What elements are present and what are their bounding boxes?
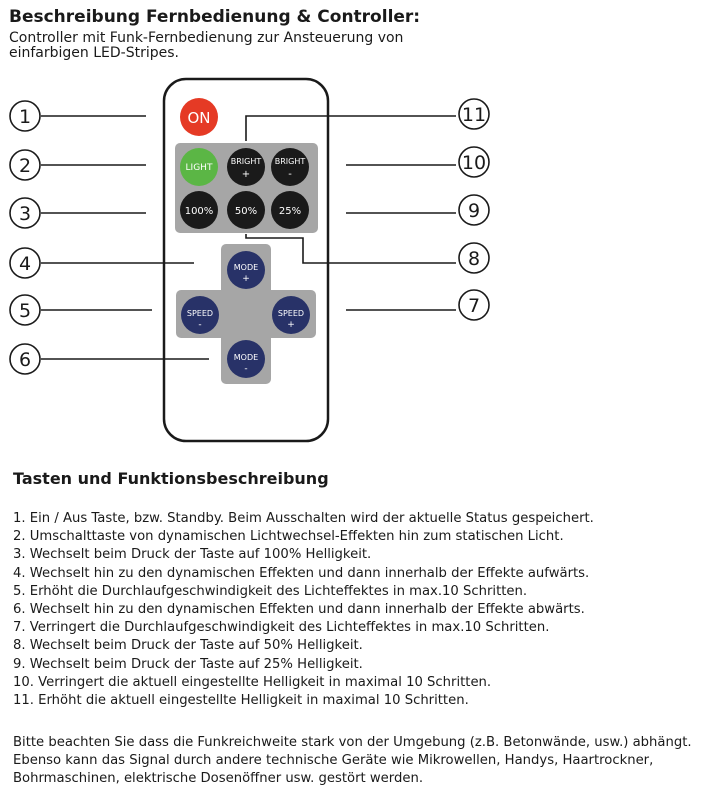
speed-plus-sign: +: [287, 320, 295, 330]
brightness-25-button[interactable]: 25%: [271, 191, 309, 229]
callout-number-4: 4: [19, 253, 31, 275]
page-subtitle: Controller mit Funk-Fernbedienung zur An…: [9, 31, 529, 61]
list-item: 2. Umschalttaste von dynamischen Lichtwe…: [13, 529, 564, 545]
mode-minus-button[interactable]: MODE -: [227, 340, 265, 378]
callout-number-6: 6: [19, 349, 31, 371]
callout-number-2: 2: [19, 155, 31, 177]
range-note: Bitte beachten Sie dass die Funkreichwei…: [13, 735, 692, 786]
mode-minus-sign: -: [244, 364, 247, 374]
mode-plus-sign: +: [242, 274, 250, 284]
bright-minus-sign: -: [288, 169, 292, 180]
callout-number-10: 10: [462, 152, 486, 174]
speed-minus-sign: -: [198, 320, 201, 330]
callout-circle-2: [9, 149, 41, 181]
callout-circle-5: [9, 294, 41, 326]
list-item: 10. Verringert die aktuell eingestellte …: [13, 674, 492, 690]
brightness-100-label: 100%: [185, 206, 214, 217]
brightness-25-label: 25%: [279, 206, 301, 217]
light-button[interactable]: LIGHT: [180, 148, 218, 186]
callout-number-3: 3: [19, 203, 31, 225]
speed-plus-button[interactable]: SPEED +: [272, 296, 310, 334]
callout-number-5: 5: [19, 300, 31, 322]
callout-circle-8: [458, 242, 490, 274]
bright-plus-label: BRIGHT: [231, 157, 262, 166]
brightness-100-button[interactable]: 100%: [180, 191, 218, 229]
callout-circle-11: [458, 98, 490, 130]
callout-number-7: 7: [468, 295, 480, 317]
callout-circle-3: [9, 197, 41, 229]
remote-diagram: ON LIGHT BRIGHT + BRIGHT - 100% 50% 25% …: [9, 77, 490, 443]
page-title: Beschreibung Fernbedienung & Controller:: [9, 7, 421, 27]
list-item: 8. Wechselt beim Druck der Taste auf 50%…: [13, 638, 363, 654]
mode-plus-label: MODE: [234, 263, 258, 272]
on-button-label: ON: [187, 109, 210, 127]
brightness-50-label: 50%: [235, 206, 257, 217]
subtitle-line-2: einfarbigen LED-Stripes.: [9, 45, 179, 61]
callout-circle-9: [458, 194, 490, 226]
section-heading: Tasten und Funktionsbeschreibung: [13, 469, 329, 488]
callout-circle-4: [9, 247, 41, 279]
callout-number-1: 1: [19, 106, 31, 128]
speed-minus-label: SPEED: [187, 309, 213, 318]
function-list: 1. Ein / Aus Taste, bzw. Standby. Beim A…: [13, 510, 594, 710]
callout-line-8: [245, 234, 456, 264]
callout-line-11: [245, 115, 456, 141]
bright-plus-sign: +: [242, 169, 250, 180]
list-item: 7. Verringert die Durchlaufgeschwindigke…: [13, 620, 550, 636]
list-item: 3. Wechselt beim Druck der Taste auf 100…: [13, 547, 372, 563]
light-button-label: LIGHT: [186, 163, 213, 173]
list-item: 6. Wechselt hin zu den dynamischen Effek…: [13, 602, 585, 618]
list-item: 1. Ein / Aus Taste, bzw. Standby. Beim A…: [13, 511, 594, 526]
mode-plus-button[interactable]: MODE +: [227, 251, 265, 289]
callout-number-8: 8: [468, 248, 480, 270]
list-item: 5. Erhöht die Durchlaufgeschwindigkeit d…: [13, 583, 528, 599]
callout-number-9: 9: [468, 200, 480, 222]
speed-minus-button[interactable]: SPEED -: [181, 296, 219, 334]
list-item: 4. Wechselt hin zu den dynamischen Effek…: [13, 565, 590, 581]
bright-minus-button[interactable]: BRIGHT -: [271, 148, 309, 186]
callout-number-11: 11: [462, 104, 486, 126]
callout-circle-7: [458, 289, 490, 321]
subtitle-line-1: Controller mit Funk-Fernbedienung zur An…: [9, 30, 404, 46]
callout-circle-10: [458, 146, 490, 178]
list-item: 9. Wechselt beim Druck der Taste auf 25%…: [13, 656, 363, 672]
callout-circle-6: [9, 343, 41, 375]
callout-circle-1: [9, 100, 41, 132]
brightness-50-button[interactable]: 50%: [227, 191, 265, 229]
bright-minus-label: BRIGHT: [275, 157, 306, 166]
list-item: 11. Erhöht die aktuell eingestellte Hell…: [13, 693, 469, 709]
on-button[interactable]: ON: [180, 98, 218, 136]
mode-minus-label: MODE: [234, 353, 258, 362]
speed-plus-label: SPEED: [278, 309, 304, 318]
bright-plus-button[interactable]: BRIGHT +: [227, 148, 265, 186]
